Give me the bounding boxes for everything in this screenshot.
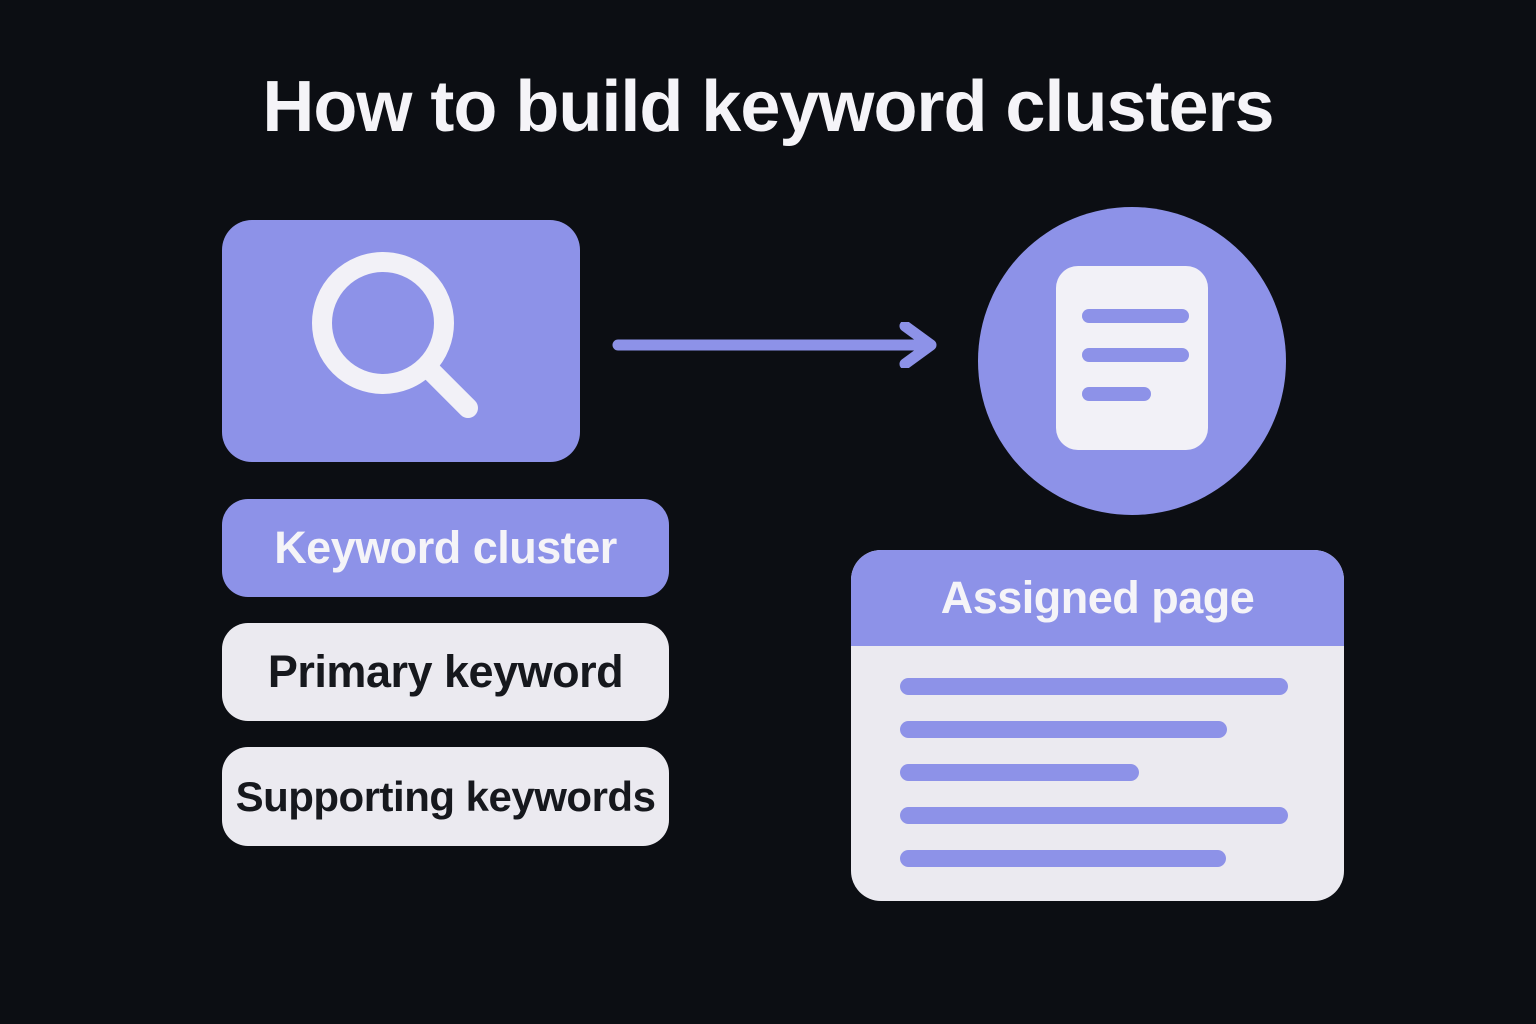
assigned-page-card: Assigned page	[851, 550, 1344, 901]
right-arrow-icon	[612, 322, 937, 368]
pill-supporting-keywords: Supporting keywords	[222, 747, 669, 846]
doc-text-line	[1082, 387, 1151, 401]
pill-supporting-keywords-label: Supporting keywords	[235, 772, 656, 820]
page-text-line	[900, 764, 1139, 781]
page-text-line	[900, 807, 1288, 824]
page-title: How to build keyword clusters	[262, 67, 1274, 147]
assigned-page-circle	[978, 207, 1286, 515]
page-text-line	[900, 850, 1226, 867]
assigned-page-header: Assigned page	[851, 550, 1344, 646]
pill-primary-keyword-label: Primary keyword	[267, 646, 624, 697]
assigned-page-header-label: Assigned page	[940, 572, 1255, 623]
search-icon	[312, 252, 478, 418]
assigned-page-body	[851, 646, 1344, 867]
pill-keyword-cluster-label: Keyword cluster	[274, 522, 617, 573]
page-text-line	[900, 721, 1227, 738]
doc-text-line	[1082, 348, 1189, 362]
pill-keyword-cluster: Keyword cluster	[222, 499, 669, 597]
document-icon	[1056, 266, 1208, 450]
doc-text-line	[1082, 309, 1189, 323]
page-text-line	[900, 678, 1288, 695]
pill-primary-keyword: Primary keyword	[222, 623, 669, 721]
keyword-search-card	[222, 220, 580, 462]
